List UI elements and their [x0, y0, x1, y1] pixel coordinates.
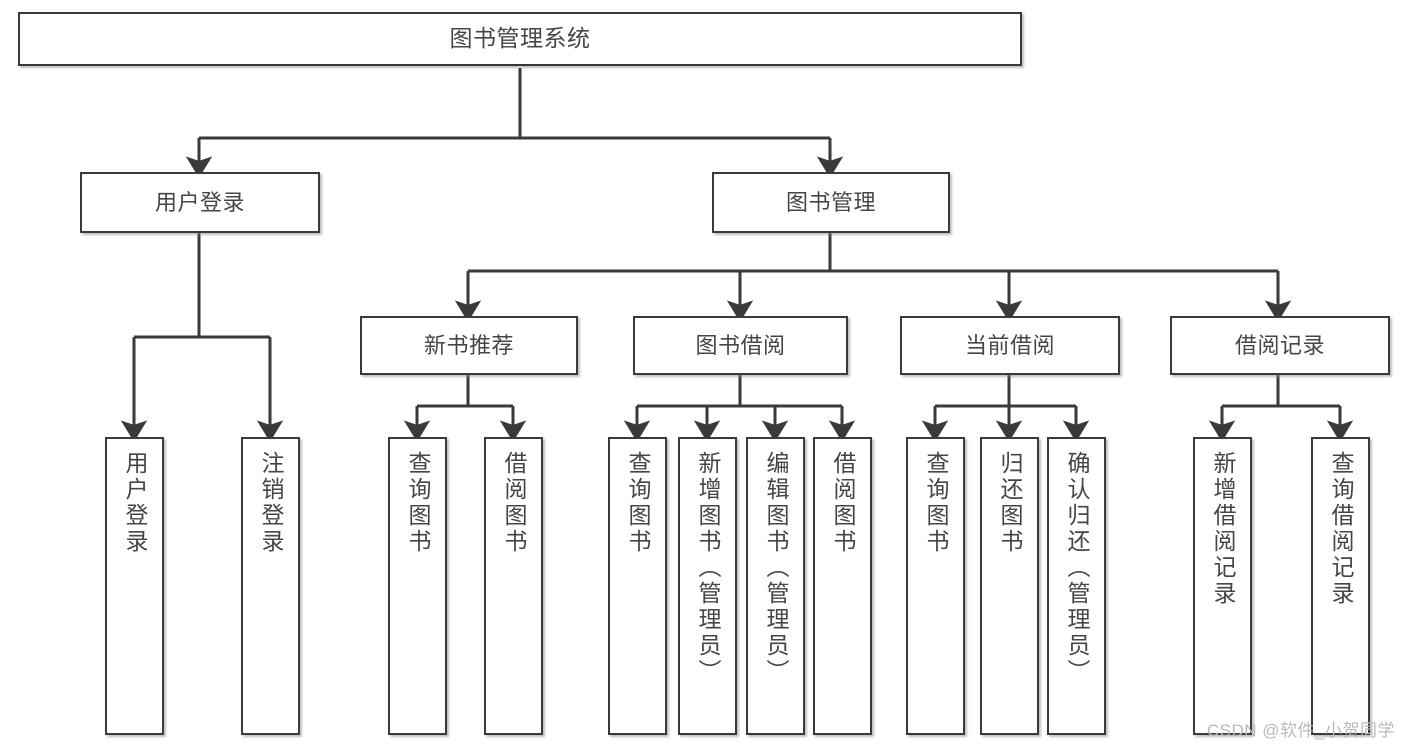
node-book-borrow-label: 图书借阅 [695, 332, 786, 358]
node-new-book-recommend-label: 新书推荐 [423, 332, 514, 358]
csdn-watermark: CSDN @软件_小贺同学 [1206, 721, 1395, 740]
leaf-query-book-current-label: 查询图书 [923, 451, 949, 555]
leaf-borrow-book-recommend[interactable]: 借阅图书 [484, 437, 543, 735]
leaf-edit-book-admin-label: 编辑图书（管理员） [763, 451, 789, 685]
leaf-user-login-label: 用户登录 [122, 451, 148, 555]
leaf-query-book-recommend-label: 查询图书 [405, 451, 431, 555]
leaf-user-login[interactable]: 用户登录 [105, 437, 164, 735]
leaf-add-book-admin-label: 新增图书（管理员） [695, 451, 721, 685]
node-user-login[interactable]: 用户登录 [80, 172, 320, 233]
leaf-confirm-return-admin[interactable]: 确认归还（管理员） [1047, 437, 1106, 735]
node-borrow-record[interactable]: 借阅记录 [1170, 316, 1390, 375]
leaf-logout[interactable]: 注销登录 [241, 437, 300, 735]
node-current-borrow-label: 当前借阅 [964, 332, 1055, 358]
leaf-query-book-recommend[interactable]: 查询图书 [388, 437, 447, 735]
leaf-borrow-book-borrow-label: 借阅图书 [830, 451, 856, 555]
leaf-query-book-current[interactable]: 查询图书 [906, 437, 965, 735]
leaf-borrow-book-borrow[interactable]: 借阅图书 [813, 437, 872, 735]
leaf-add-borrow-record[interactable]: 新增借阅记录 [1193, 437, 1252, 735]
node-root[interactable]: 图书管理系统 [18, 12, 1022, 66]
node-new-book-recommend[interactable]: 新书推荐 [360, 316, 578, 375]
leaf-return-book[interactable]: 归还图书 [980, 437, 1039, 735]
node-current-borrow[interactable]: 当前借阅 [900, 316, 1120, 375]
node-root-label: 图书管理系统 [449, 25, 591, 52]
node-book-borrow[interactable]: 图书借阅 [633, 316, 848, 375]
node-book-manage-label: 图书管理 [785, 189, 876, 215]
leaf-query-book-borrow[interactable]: 查询图书 [608, 437, 667, 735]
leaf-add-book-admin[interactable]: 新增图书（管理员） [678, 437, 737, 735]
leaf-query-borrow-record-label: 查询借阅记录 [1328, 451, 1354, 607]
leaf-logout-label: 注销登录 [258, 451, 284, 555]
node-borrow-record-label: 借阅记录 [1234, 332, 1325, 358]
node-book-manage[interactable]: 图书管理 [712, 172, 950, 233]
leaf-edit-book-admin[interactable]: 编辑图书（管理员） [746, 437, 805, 735]
node-user-login-label: 用户登录 [154, 189, 245, 215]
leaf-confirm-return-admin-label: 确认归还（管理员） [1064, 451, 1090, 685]
leaf-return-book-label: 归还图书 [997, 451, 1023, 555]
leaf-query-borrow-record[interactable]: 查询借阅记录 [1311, 437, 1370, 735]
leaf-borrow-book-recommend-label: 借阅图书 [501, 451, 527, 555]
leaf-add-borrow-record-label: 新增借阅记录 [1210, 451, 1236, 607]
leaf-query-book-borrow-label: 查询图书 [625, 451, 651, 555]
